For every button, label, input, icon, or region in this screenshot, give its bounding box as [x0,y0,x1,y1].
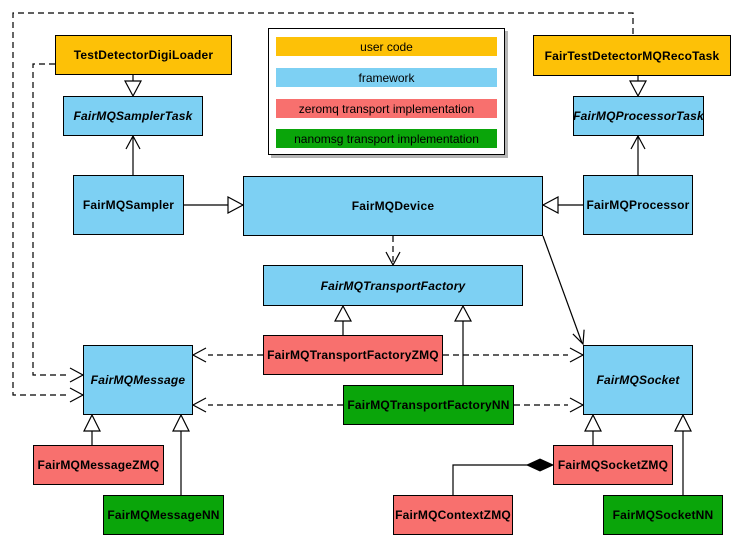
node-label: FairTestDetectorMQRecoTask [544,48,720,63]
edge-sampler-to-device [184,196,245,214]
edge-socketnn-to-socket [674,413,692,495]
node-fairmqsocketnn: FairMQSocketNN [603,495,723,535]
legend-label: framework [358,70,415,85]
edge-recotask-to-processortask [629,76,647,98]
legend-item-user-code: user code [276,37,497,56]
node-fairmqtransportfactorynn: FairMQTransportFactoryNN [343,385,514,425]
legend: user code framework zeromq transport imp… [268,28,505,155]
node-label: FairMQSocket [596,373,680,387]
node-label: FairMQSocketNN [612,508,714,522]
node-testdetectordigiloader: TestDetectorDigiLoader [55,35,232,75]
edge-messagezmq-to-message [83,413,101,445]
edge-contextzmq-to-socketzmq [452,458,555,495]
edge-factoryzmq-to-factory [334,304,352,335]
node-label: FairMQContextZMQ [395,508,511,522]
node-fairmqtransportfactoryzmq: FairMQTransportFactoryZMQ [263,335,443,375]
legend-item-framework: framework [276,68,497,87]
node-label: FairMQSampler [82,198,175,212]
edge-messagenn-to-message [172,413,190,495]
node-label: FairMQProcessorTask [573,109,704,123]
node-label: FairMQTransportFactoryZMQ [267,348,439,362]
node-label: FairMQTransportFactory [320,278,466,293]
edge-socketzmq-to-socket [584,413,602,445]
node-label: FairMQTransportFactoryNN [347,398,510,412]
edge-processor-to-device [541,196,583,214]
edge-processor-to-processortask [630,134,646,175]
edge-device-to-transportfactory [385,236,401,267]
node-fairtestdetectormqrecotask: FairTestDetectorMQRecoTask [533,35,731,76]
legend-item-nanomsg: nanomsg transport implementation [276,129,497,148]
node-fairmqsocket: FairMQSocket [583,345,693,415]
edge-sampler-to-samplertask [125,134,141,175]
node-fairmqtransportfactory: FairMQTransportFactory [263,265,523,306]
node-label: FairMQSamplerTask [73,109,193,123]
node-fairmqsocketzmq: FairMQSocketZMQ [553,445,673,485]
node-fairmqdevice: FairMQDevice [243,176,543,236]
node-fairmqprocessor: FairMQProcessor [583,175,693,235]
legend-label: zeromq transport implementation [298,101,475,116]
node-fairmqsamplertask: FairMQSamplerTask [63,96,203,136]
legend-label: nanomsg transport implementation [294,131,479,146]
node-fairmqcontextzmq: FairMQContextZMQ [393,495,513,535]
node-fairmqmessage: FairMQMessage [83,345,193,415]
edge-factorynn-to-factory [454,304,472,385]
legend-label: user code [360,39,413,54]
node-label: FairMQMessage [90,373,186,387]
node-fairmqsampler: FairMQSampler [73,175,184,235]
node-label: TestDetectorDigiLoader [73,48,214,62]
legend-item-zeromq: zeromq transport implementation [276,99,497,118]
node-label: FairMQMessageZMQ [37,458,160,472]
node-label: FairMQProcessor [586,198,690,212]
node-fairmqmessagezmq: FairMQMessageZMQ [33,445,164,485]
node-label: FairMQDevice [351,199,435,213]
node-label: FairMQSocketZMQ [557,458,669,472]
node-fairmqprocessortask: FairMQProcessorTask [573,96,704,136]
edge-device-to-socket [542,235,585,346]
node-fairmqmessagenn: FairMQMessageNN [103,495,224,535]
edge-digiloader-to-samplertask [124,75,142,98]
node-label: FairMQMessageNN [107,508,220,522]
